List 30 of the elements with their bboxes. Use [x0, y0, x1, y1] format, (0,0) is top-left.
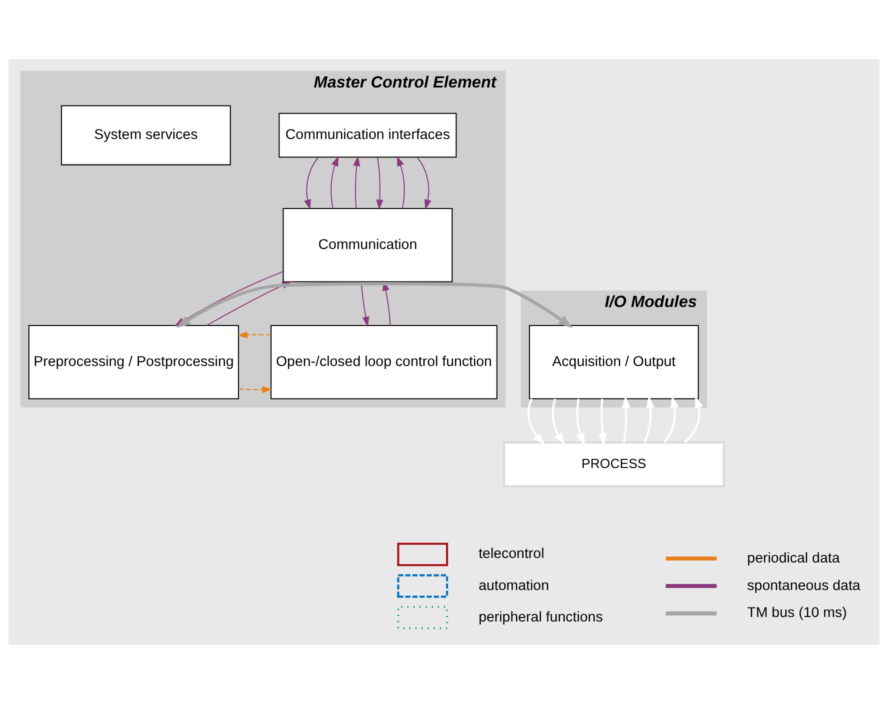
arrow	[643, 396, 655, 443]
node-box: Preprocessing / Postprocessing	[28, 325, 239, 400]
arrow	[598, 398, 607, 446]
node-box: Communication	[282, 208, 453, 282]
legend-label: periodical data	[747, 550, 840, 566]
node-box: System services	[60, 105, 231, 166]
arrow	[396, 156, 405, 208]
node-box: PROCESS	[503, 442, 725, 488]
legend-label: automation	[478, 578, 550, 594]
arrow	[353, 156, 360, 208]
arrow	[416, 157, 432, 210]
node-box: Communication interfaces	[278, 112, 457, 158]
arrow	[360, 282, 370, 327]
legend-label: telecontrol	[478, 546, 544, 562]
arrow	[237, 331, 271, 338]
node-box: Open-/closed loop control function	[270, 325, 498, 400]
arrow	[304, 157, 319, 210]
arrow	[527, 398, 546, 445]
arrow	[552, 398, 565, 446]
arrow	[376, 157, 384, 210]
legend-label: TM bus (10 ms)	[747, 605, 847, 622]
arrow	[664, 396, 679, 444]
node-box: Acquisition / Output	[528, 325, 699, 400]
arrow	[330, 156, 339, 208]
legend-label: peripheral functions	[478, 609, 603, 626]
arrow	[238, 386, 272, 394]
arrow	[622, 396, 630, 443]
legend-label: spontaneous data	[747, 578, 860, 594]
arrow	[684, 396, 703, 444]
arrow	[576, 398, 585, 446]
